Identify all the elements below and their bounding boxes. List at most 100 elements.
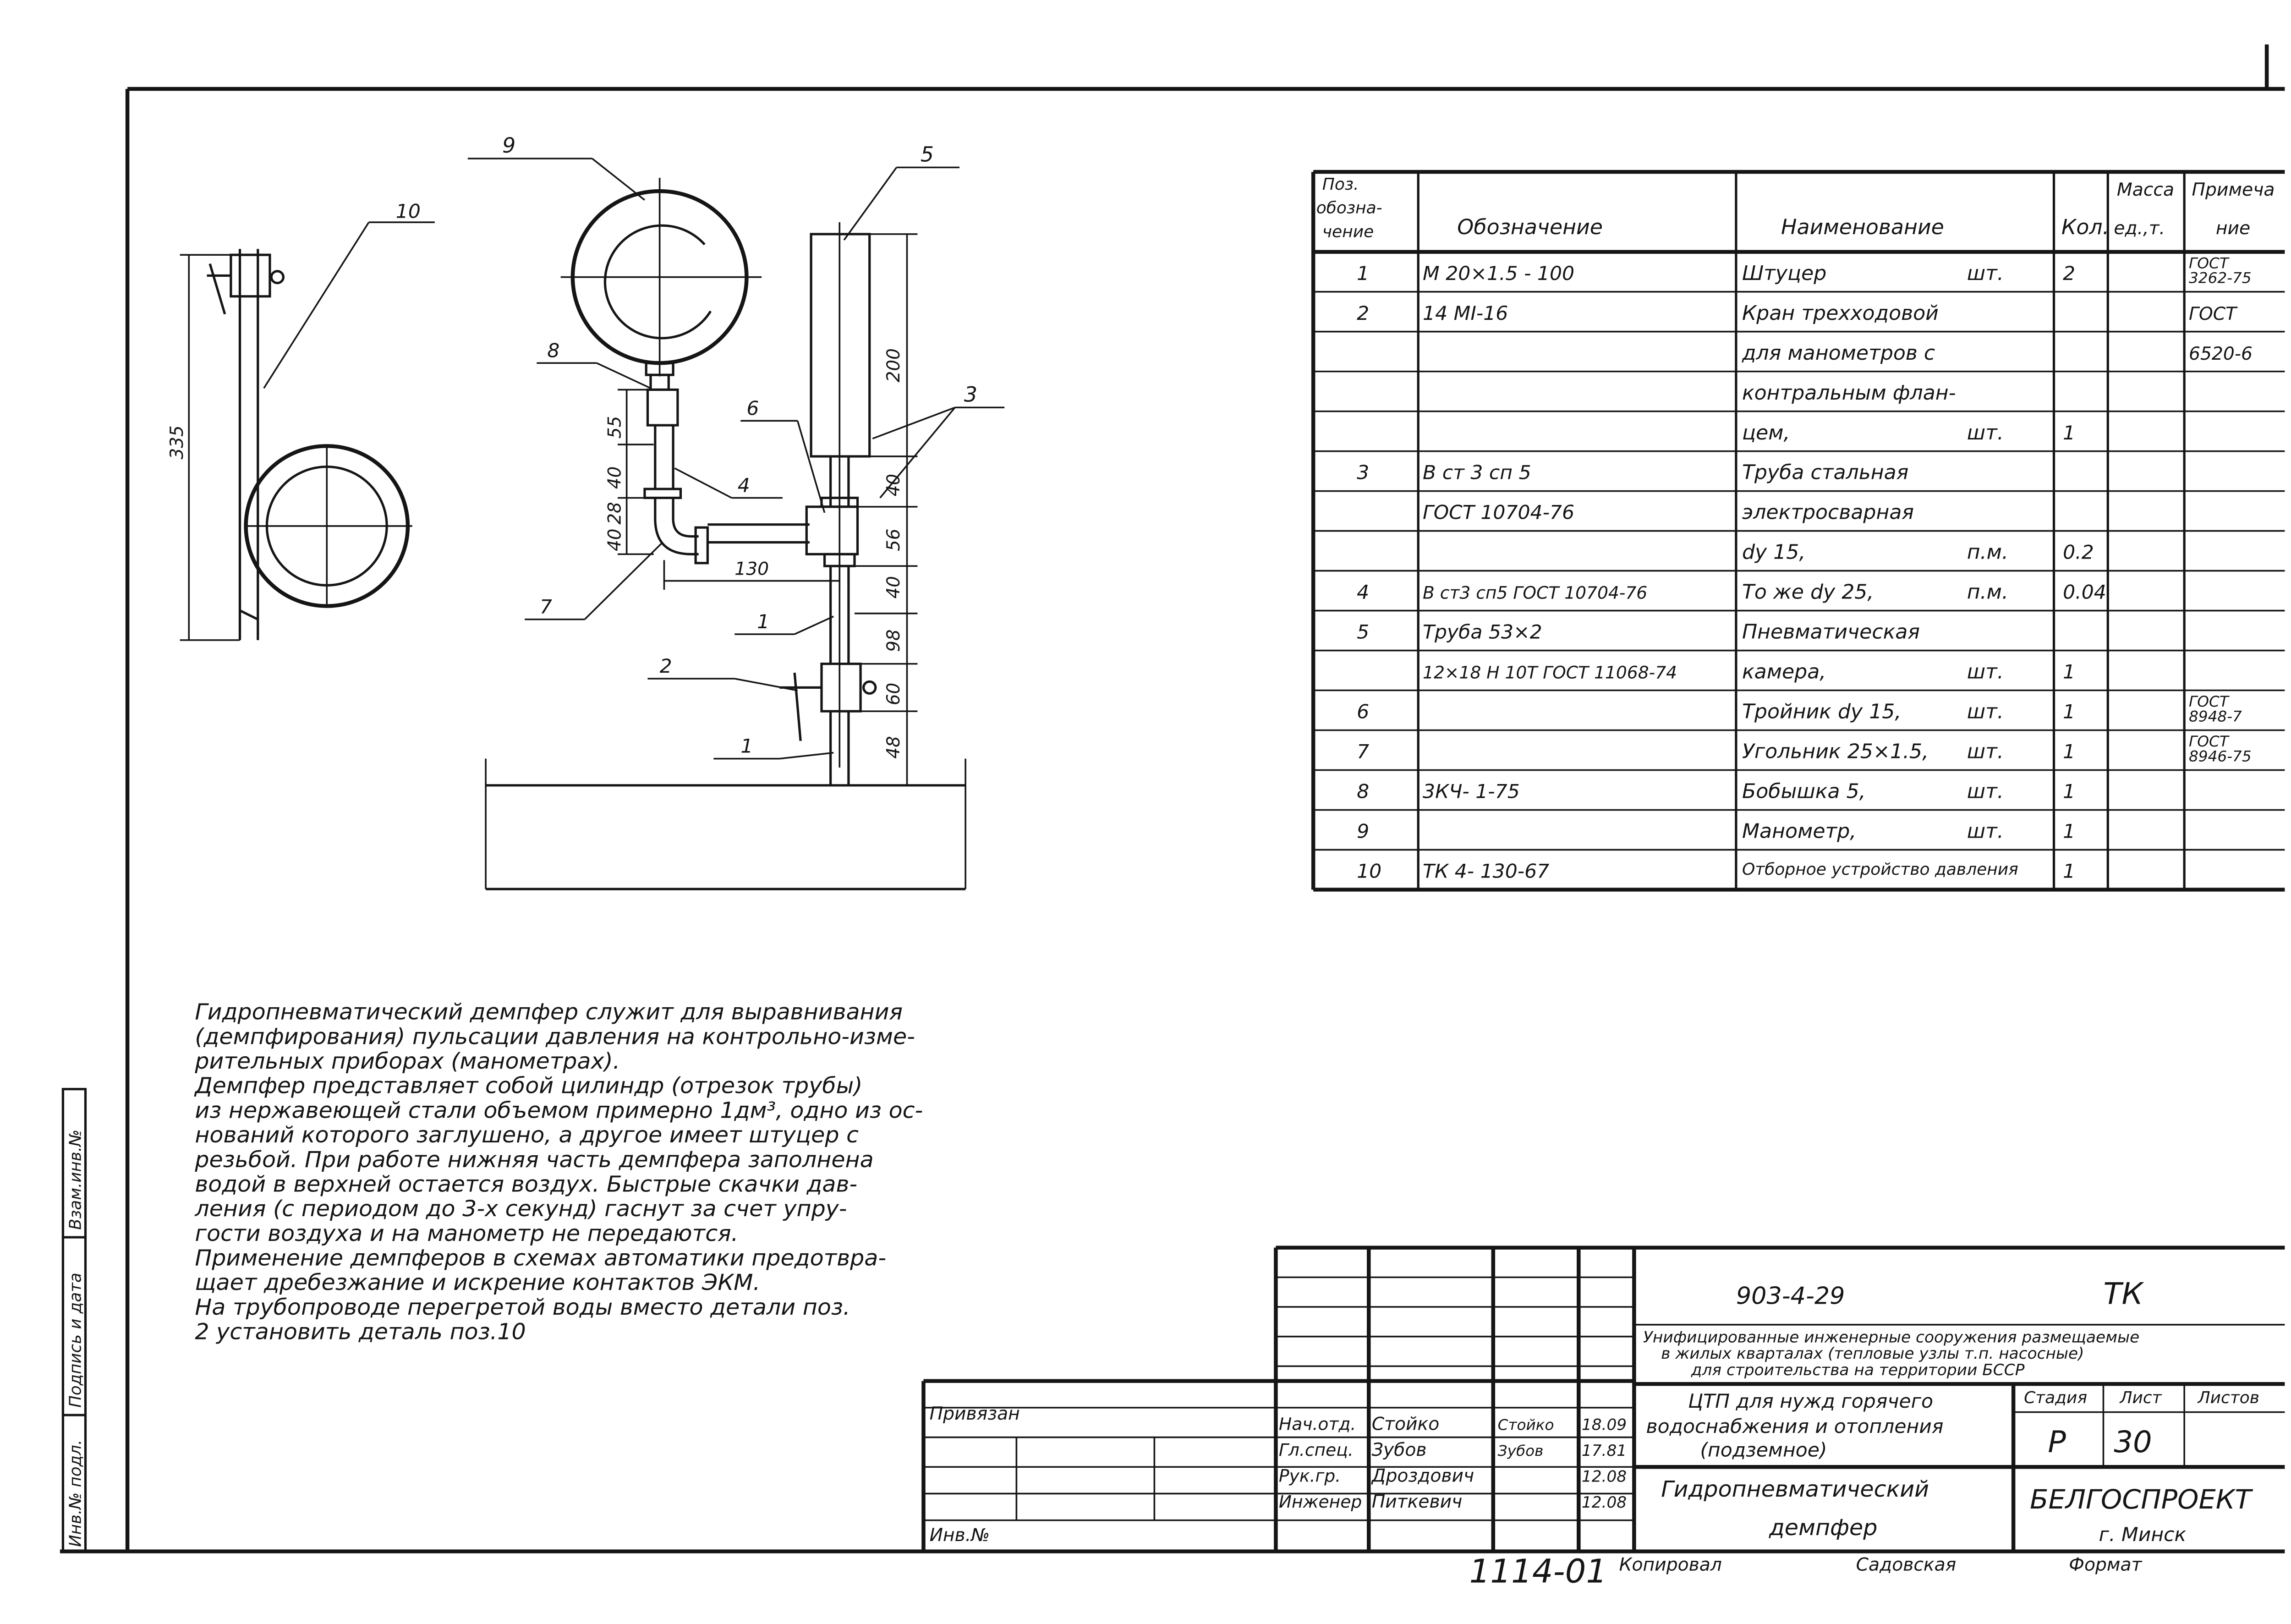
dim-40-a: 40 [604,466,625,489]
explanatory-notes: Гидропневматический демпфер служит для в… [194,999,923,1344]
sheets-label: Листов [2197,1388,2259,1407]
spec-pos: 1 [1357,262,1369,285]
stage-value: Р [2048,1425,2066,1459]
spec-pos: 7 [1357,741,1369,763]
side-stamp-signature: Подпись и дата [66,1273,85,1408]
spec-header-note: Примеча ние [2192,180,2280,239]
spec-name: для манометров с [1742,341,1935,365]
sheet-frame [60,44,2285,1553]
callout-6: 6 [746,397,759,420]
title-block-grid [921,1245,2285,1552]
note-line: из нержавеющей стали объемом примерно 1д… [195,1097,923,1124]
note-line: На трубопроводе перегретой воды вместо д… [195,1294,850,1320]
footer-number: 1114-01 [1469,1553,1607,1591]
spec-designation: М 20×1.5 - 100 [1423,262,1574,285]
signer-role: Нач.отд. [1279,1414,1356,1434]
spec-pos: 8 [1357,780,1369,803]
project-description: Унифицированные инженерные сооружения ра… [1643,1328,2144,1379]
side-view: 335 10 [167,200,435,641]
signer-name: Дроздович [1371,1466,1474,1487]
spec-note: ГОСТ [2189,733,2230,750]
dim-28: 28 [604,502,625,524]
callout-8: 8 [547,340,559,362]
spec-name: контральным флан- [1742,381,1956,405]
spec-pos: 3 [1357,461,1369,484]
signer-signature: Стойко [1498,1416,1554,1434]
signer-name: Питкевич [1372,1492,1463,1512]
spec-designation: Труба 53×2 [1423,621,1542,643]
dim-200: 200 [883,348,904,382]
sheet-value: 30 [2114,1425,2152,1459]
note-line: нований которого заглушено, а другое име… [195,1122,859,1148]
spec-name: Бобышка 5, [1742,780,1866,803]
spec-name: Пневматическая [1742,620,1920,644]
privyazan-label: Привязан [930,1404,1020,1424]
callout-2: 2 [660,655,672,677]
spec-pos: 2 [1357,302,1369,324]
spec-qty: 1 [2063,422,2075,444]
callout-3: 3 [964,383,977,407]
spec-grid [1311,170,2285,892]
dim-98: 98 [883,629,904,652]
spec-unit: шт. [1967,740,2004,763]
note-line: резьбой. При работе нижняя часть демпфер… [194,1147,873,1173]
spec-note: 3262-75 [2189,269,2252,287]
spec-header-designation: Обозначение [1457,215,1603,239]
sheet-title: Гидропневматический демпфер [1661,1476,1936,1541]
spec-designation: В ст3 сп5 ГОСТ 10704-76 [1423,583,1647,603]
note-line: щает дребезжание и искрение контактов ЭК… [195,1269,760,1295]
spec-name: То же dy 25, [1742,581,1874,604]
dim-40-c: 40 [883,474,904,496]
note-line: Применение демпферов в схемах автоматики… [195,1245,886,1271]
signer-name: Зубов [1372,1440,1427,1460]
callout-9: 9 [502,133,515,158]
spec-name: Тройник dy 15, [1742,700,1901,724]
spec-unit: шт. [1967,780,2004,803]
signer-date: 18.09 [1582,1416,1627,1434]
doc-mark: ТК [2103,1277,2144,1311]
side-stamp-inv: Инв.№ подл. [66,1440,85,1547]
dim-335: 335 [167,425,187,459]
dim-40-d: 40 [883,576,904,598]
spec-name: Труба стальная [1742,461,1908,484]
footer-format-label: Формат [2069,1555,2143,1575]
spec-qty: 1 [2063,741,2075,763]
spec-designation: 14 МI-16 [1423,302,1508,324]
spec-name: Манометр, [1742,820,1856,843]
signer-name: Стойко [1372,1414,1440,1435]
note-line: рительных приборах (манометрах). [194,1048,620,1074]
spec-name: Угольник 25×1.5, [1742,740,1929,763]
dim-48: 48 [883,736,904,758]
spec-designation: В ст 3 сп 5 [1423,461,1531,484]
note-line: Демпфер представляет собой цилиндр (отре… [194,1073,862,1099]
spec-unit: п.м. [1967,581,2008,604]
note-line: 2 установить деталь поз.10 [195,1319,526,1345]
note-line: гости воздуха и на манометр не передаютс… [195,1220,738,1246]
front-view: 200 40 56 40 98 60 48 55 40 28 40 130 9 … [467,133,1005,890]
spec-unit: п.м. [1967,541,2008,564]
spec-pos: 10 [1357,860,1381,883]
organization-city: г. Минск [2099,1523,2187,1546]
spec-pos: 4 [1357,581,1369,604]
spec-name: Кран трехходовой [1742,302,1939,325]
sheet-label: Лист [2119,1388,2162,1407]
note-line: Гидропневматический демпфер служит для в… [195,999,903,1025]
spec-designation: ГОСТ 10704-76 [1423,501,1574,524]
dim-56: 56 [883,529,904,551]
spec-header-name: Наименование [1781,215,1944,239]
dim-60: 60 [883,683,904,705]
signer-date: 12.08 [1582,1493,1627,1512]
spec-name: электросварная [1742,501,1914,524]
signer-date: 17.81 [1582,1442,1627,1460]
spec-name: Штуцер [1742,262,1826,285]
signer-date: 12.08 [1582,1468,1627,1486]
spec-unit: шт. [1967,700,2004,724]
callout-1-upper: 1 [757,610,769,633]
spec-qty: 1 [2063,701,2075,723]
spec-note: 6520-6 [2189,344,2253,364]
object-title: ЦТП для нужд горячего водоснабжения и от… [1646,1390,1950,1461]
doc-code: 903-4-29 [1736,1283,1845,1310]
spec-qty: 1 [2063,780,2075,803]
callout-1-lower: 1 [740,735,753,757]
